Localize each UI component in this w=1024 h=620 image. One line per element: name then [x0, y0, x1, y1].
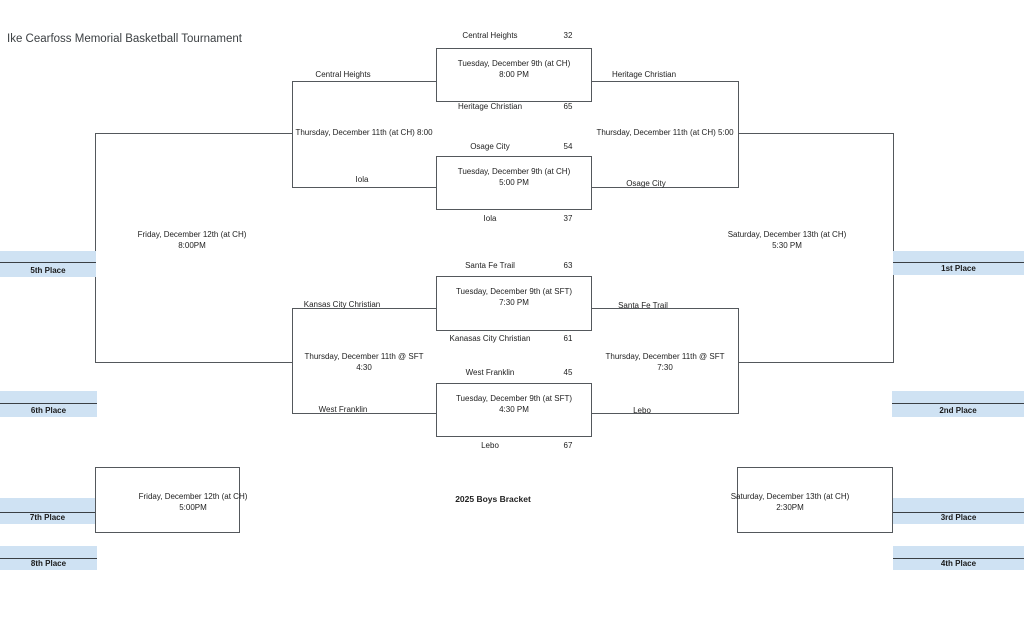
game3-top-row: Santa Fe Trail 63	[436, 260, 592, 272]
place-badge-6th: 6th Place	[0, 391, 97, 417]
advancing-team-label: Iola	[355, 175, 369, 184]
place-line	[0, 262, 96, 263]
game-time: 7:30 PM	[499, 298, 529, 307]
advancing-team-label: Santa Fe Trail	[618, 301, 668, 310]
consolation-box-left	[95, 467, 240, 533]
game1-top-row: Central Heights 32	[436, 30, 592, 42]
connector-line	[738, 362, 893, 363]
connector-line	[292, 187, 436, 188]
game4-top-row: West Franklin 45	[436, 367, 592, 379]
game4-bottom-row: Lebo 67	[436, 440, 592, 452]
game-schedule: Tuesday, December 9th (at CH)	[457, 167, 571, 176]
team-score: 54	[563, 142, 573, 151]
connector-line	[738, 81, 739, 188]
connector-line	[292, 81, 293, 188]
place-label: 4th Place	[940, 559, 977, 568]
connector-line	[738, 308, 739, 414]
place-line	[0, 512, 95, 513]
team-name: West Franklin	[465, 368, 515, 377]
bracket-footer-label: 2025 Boys Bracket	[455, 494, 531, 504]
game2-top-row: Osage City 54	[436, 141, 592, 153]
game-schedule: Tuesday, December 9th (at SFT)	[455, 394, 573, 403]
team-name: Kanasas City Christian	[449, 334, 531, 343]
connector-line	[292, 81, 436, 82]
connector-line	[893, 133, 894, 363]
place-label: 5th Place	[30, 266, 66, 275]
semifinal-schedule: Thursday, December 11th @ SFT 7:30	[605, 352, 725, 372]
place-label: 7th Place	[29, 513, 66, 522]
place-badge-4th: 4th Place	[893, 546, 1024, 570]
semifinal-schedule: Thursday, December 11th (at CH) 5:00	[596, 128, 734, 137]
advancing-team-label: West Franklin	[318, 405, 368, 414]
game3-box: Tuesday, December 9th (at SFT) 7:30 PM	[436, 276, 592, 331]
connector-line	[592, 413, 738, 414]
team-name: Central Heights	[462, 31, 518, 40]
consolation-schedule: Saturday, December 13th (at CH) 2:30PM	[730, 492, 850, 512]
final-schedule: Friday, December 12th (at CH) 8:00PM	[137, 230, 247, 250]
advancing-team-label: Lebo	[633, 406, 651, 415]
game-schedule: Tuesday, December 9th (at CH)	[457, 59, 571, 68]
game-time: 8:00 PM	[499, 70, 529, 79]
semifinal-schedule: Thursday, December 11th (at CH) 8:00	[295, 128, 433, 137]
connector-line	[592, 308, 738, 309]
connector-line	[592, 187, 738, 188]
team-score: 65	[563, 102, 573, 111]
connector-line	[292, 308, 436, 309]
game1-box: Tuesday, December 9th (at CH) 8:00 PM	[436, 48, 592, 102]
team-name: Heritage Christian	[457, 102, 523, 111]
connector-line	[95, 133, 96, 363]
game1-bottom-row: Heritage Christian 65	[436, 101, 592, 113]
connector-line	[292, 413, 436, 414]
team-score: 63	[563, 261, 573, 270]
place-badge-2nd: 2nd Place	[892, 391, 1024, 417]
place-badge-8th: 8th Place	[0, 546, 97, 570]
connector-line	[592, 81, 738, 82]
advancing-team-label: Central Heights	[315, 70, 371, 79]
place-line	[0, 558, 97, 559]
team-name: Lebo	[481, 441, 499, 450]
team-score: 32	[563, 31, 573, 40]
game-schedule: Tuesday, December 9th (at SFT)	[455, 287, 573, 296]
team-score: 37	[563, 214, 573, 223]
place-label: 3rd Place	[940, 513, 977, 522]
place-line	[892, 403, 1024, 404]
consolation-box-right	[737, 467, 893, 533]
advancing-team-label: Kansas City Christian	[303, 300, 381, 309]
game2-bottom-row: Iola 37	[436, 213, 592, 225]
place-badge-1st: 1st Place	[893, 251, 1024, 275]
connector-line	[738, 133, 893, 134]
connector-line	[95, 362, 292, 363]
place-label: 2nd Place	[939, 406, 977, 415]
connector-line	[95, 133, 292, 134]
game2-box: Tuesday, December 9th (at CH) 5:00 PM	[436, 156, 592, 210]
place-line	[893, 512, 1024, 513]
game-time: 4:30 PM	[499, 405, 529, 414]
place-badge-3rd: 3rd Place	[893, 498, 1024, 524]
team-score: 67	[563, 441, 573, 450]
page-title: Ike Cearfoss Memorial Basketball Tournam…	[7, 33, 243, 45]
team-name: Osage City	[470, 142, 510, 151]
place-label: 8th Place	[30, 559, 67, 568]
game4-box: Tuesday, December 9th (at SFT) 4:30 PM	[436, 383, 592, 437]
team-score: 45	[563, 368, 573, 377]
consolation-schedule: Friday, December 12th (at CH) 5:00PM	[138, 492, 248, 512]
place-badge-7th: 7th Place	[0, 498, 95, 524]
place-line	[0, 403, 97, 404]
place-line	[893, 262, 1024, 263]
place-label: 6th Place	[30, 406, 67, 415]
connector-line	[292, 308, 293, 414]
team-score: 61	[563, 334, 573, 343]
place-label: 1st Place	[941, 264, 976, 273]
place-badge-5th: 5th Place	[0, 251, 96, 277]
semifinal-schedule: Thursday, December 11th @ SFT 4:30	[304, 352, 424, 372]
advancing-team-label: Osage City	[626, 179, 666, 188]
team-name: Iola	[483, 214, 497, 223]
place-line	[893, 558, 1024, 559]
game-time: 5:00 PM	[499, 178, 529, 187]
advancing-team-label: Heritage Christian	[611, 70, 677, 79]
final-schedule: Saturday, December 13th (at CH) 5:30 PM	[727, 230, 847, 250]
game3-bottom-row: Kanasas City Christian 61	[436, 333, 592, 345]
team-name: Santa Fe Trail	[465, 261, 515, 270]
